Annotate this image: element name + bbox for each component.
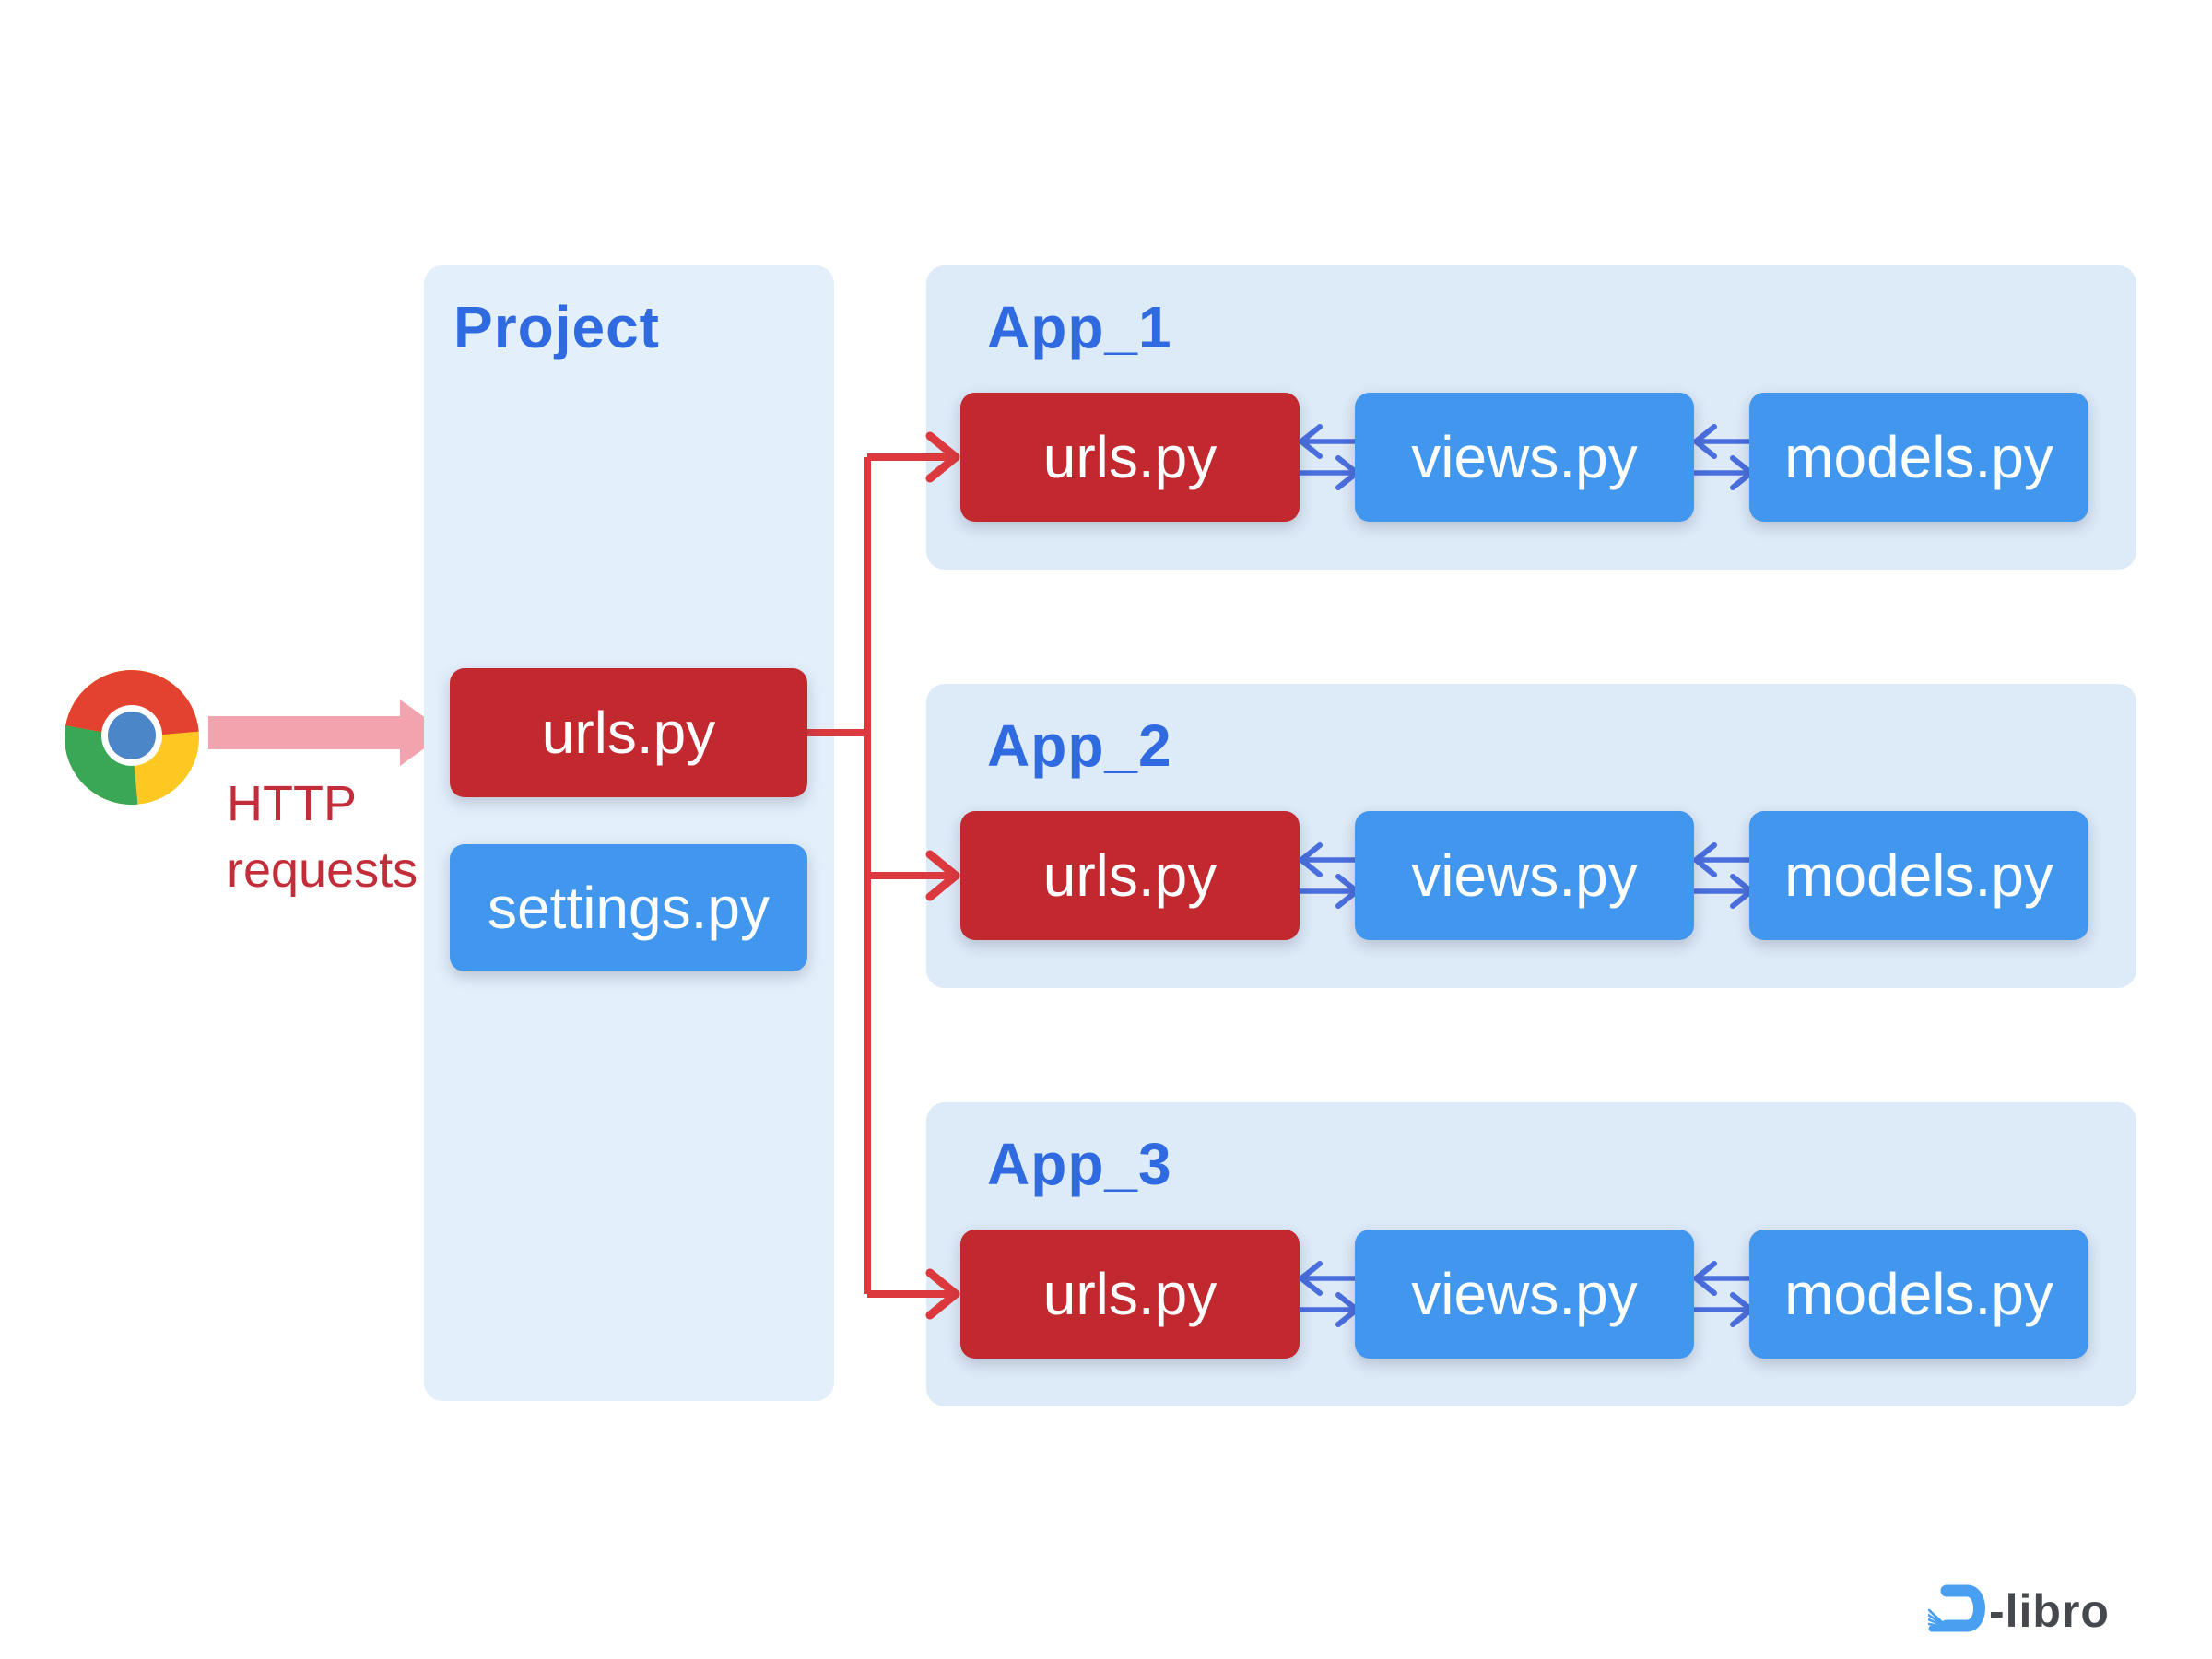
- app-2-views-py-box: views.py: [1355, 811, 1694, 940]
- project-panel: Project urls.py settings.py: [424, 265, 834, 1401]
- app-3-views-models-bidirectional-arrows-icon: [1688, 1261, 1759, 1327]
- project-urls-py-box: urls.py: [450, 668, 807, 797]
- d-libro-logo: -libro: [1926, 1580, 2149, 1639]
- app-2-urls-py-box: urls.py: [960, 811, 1300, 940]
- app-3-panel-title: App_3: [987, 1131, 1172, 1197]
- http-requests-label: HTTP requests: [227, 771, 418, 903]
- http-requests-label-line1: HTTP: [227, 776, 357, 831]
- app-1-panel: App_1 urls.py views.py: [926, 265, 2136, 570]
- app-3-panel: App_3 urls.py views.py: [926, 1102, 2136, 1406]
- http-request-arrow-icon: [203, 698, 450, 768]
- app-3-urls-py-box: urls.py: [960, 1230, 1300, 1359]
- app-2-panel: App_2 urls.py views.py: [926, 684, 2136, 988]
- routing-tree-arrows-icon: [802, 424, 986, 1327]
- app-1-models-py-box: models.py: [1749, 393, 2088, 522]
- http-requests-label-line2: requests: [227, 842, 418, 898]
- project-panel-title: Project: [453, 294, 660, 360]
- app-2-views-models-bidirectional-arrows-icon: [1688, 842, 1759, 909]
- app-3-models-py-box: models.py: [1749, 1230, 2088, 1359]
- app-1-views-models-bidirectional-arrows-icon: [1688, 424, 1759, 490]
- d-libro-logo-text: -libro: [1989, 1585, 2110, 1637]
- app-1-urls-views-bidirectional-arrows-icon: [1294, 424, 1364, 490]
- chrome-browser-icon: [63, 667, 201, 807]
- app-3-views-py-box: views.py: [1355, 1230, 1694, 1359]
- app-2-models-py-box: models.py: [1749, 811, 2088, 940]
- project-settings-py-box: settings.py: [450, 844, 807, 971]
- app-2-urls-views-bidirectional-arrows-icon: [1294, 842, 1364, 909]
- app-3-urls-views-bidirectional-arrows-icon: [1294, 1261, 1364, 1327]
- d-libro-logo-book-icon: [1926, 1584, 1985, 1632]
- app-1-panel-title: App_1: [987, 294, 1172, 360]
- app-1-views-py-box: views.py: [1355, 393, 1694, 522]
- app-2-panel-title: App_2: [987, 712, 1172, 779]
- app-1-urls-py-box: urls.py: [960, 393, 1300, 522]
